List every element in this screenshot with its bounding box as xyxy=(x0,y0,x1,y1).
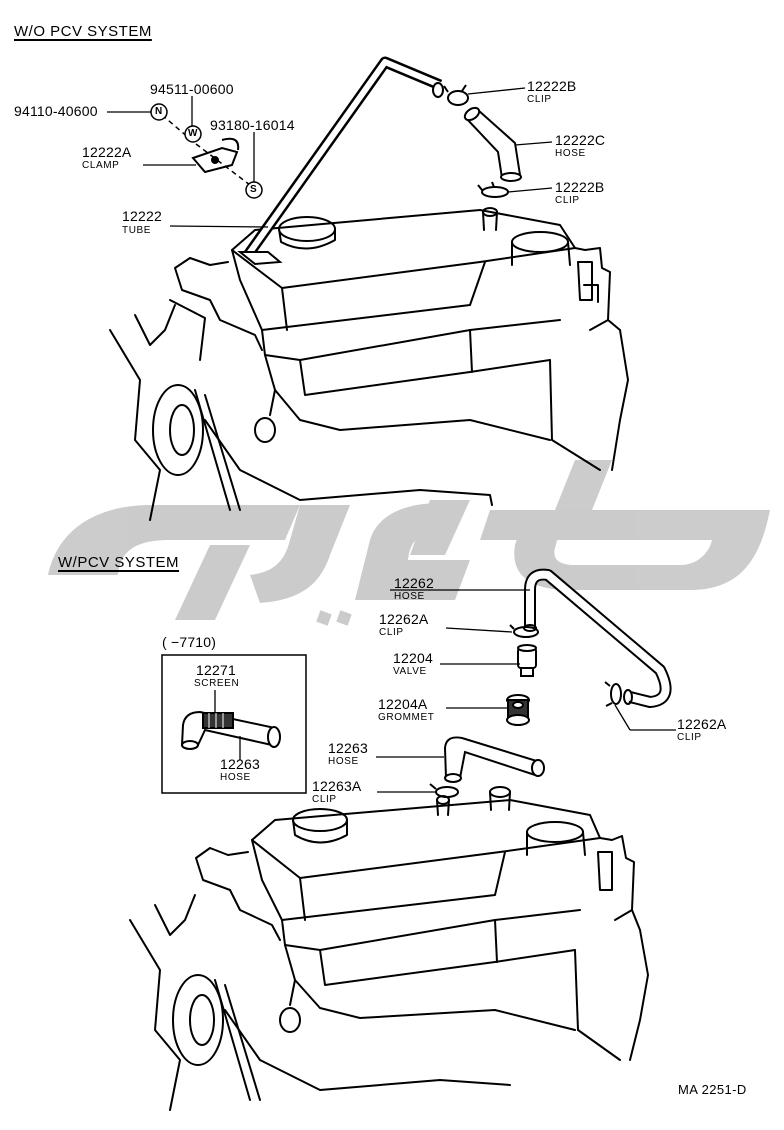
part-name-tube: TUBE xyxy=(122,225,152,236)
part-number-12204A: 12204A xyxy=(378,696,428,712)
part-number-12222B-top: 12222B xyxy=(527,78,577,94)
part-number-12262A-top: 12262A xyxy=(379,611,429,627)
grommet-12204A xyxy=(506,694,530,726)
part-name-hose-12263: HOSE xyxy=(328,756,359,767)
hose-12222C xyxy=(463,106,522,182)
part-name-grommet: GROMMET xyxy=(378,712,435,723)
clip-12262A-top xyxy=(509,624,539,638)
washer-symbol-letter: W xyxy=(188,128,198,139)
inset-hose-screen xyxy=(180,710,281,750)
inset-part-number-12263: 12263 xyxy=(220,756,260,772)
clamp-12222A xyxy=(161,114,251,186)
nut-symbol-letter: N xyxy=(155,106,163,117)
part-name-clip-12262A-right: CLIP xyxy=(677,732,702,743)
inset-part-name-hose: HOSE xyxy=(220,772,251,783)
inset-part-number-12271: 12271 xyxy=(196,662,236,678)
valve-12204 xyxy=(517,644,537,677)
part-name-clip-bottom: CLIP xyxy=(555,195,580,206)
part-number-93180-16014: 93180-16014 xyxy=(210,117,295,133)
inset-frame xyxy=(161,654,307,794)
clip-12222B-bottom xyxy=(477,181,509,198)
clip-12222B-top xyxy=(443,84,469,106)
inset-range: ( −7710) xyxy=(162,634,217,650)
part-number-12262: 12262 xyxy=(394,575,434,591)
watermark-logo xyxy=(48,460,770,626)
screw-symbol-letter: S xyxy=(250,184,257,195)
part-number-12222: 12222 xyxy=(122,208,162,224)
part-number-12263: 12263 xyxy=(328,740,368,756)
part-number-12222C: 12222C xyxy=(555,132,606,148)
section-title-wo-pcv: W/O PCV SYSTEM xyxy=(14,23,152,40)
part-number-12222A: 12222A xyxy=(82,144,132,160)
leader-lines xyxy=(107,87,676,793)
clip-12262A-right xyxy=(604,681,622,707)
part-name-clip-12263A: CLIP xyxy=(312,794,337,805)
part-name-clamp: CLAMP xyxy=(82,160,120,171)
part-name-valve: VALVE xyxy=(393,666,427,677)
part-number-12204: 12204 xyxy=(393,650,433,666)
upper-engine xyxy=(109,207,629,521)
hose-12262 xyxy=(523,568,672,708)
part-number-94110-40600: 94110-40600 xyxy=(14,103,98,119)
lower-engine xyxy=(129,786,649,1111)
tube-12222 xyxy=(237,56,444,266)
hose-12263 xyxy=(443,736,545,783)
part-name-hose-12222C: HOSE xyxy=(555,148,586,159)
part-number-12263A: 12263A xyxy=(312,778,362,794)
washer-symbol xyxy=(184,125,202,143)
figure-code: MA 2251-D xyxy=(678,1082,747,1097)
section-title-w-pcv: W/PCV SYSTEM xyxy=(58,554,180,571)
part-name-clip-top: CLIP xyxy=(527,94,552,105)
part-name-hose-12262: HOSE xyxy=(394,591,425,602)
part-number-12222B-bottom: 12222B xyxy=(555,179,605,195)
part-number-94511-00600: 94511-00600 xyxy=(150,81,234,97)
inset-part-name-screen: SCREEN xyxy=(194,678,240,689)
part-name-clip-12262A-top: CLIP xyxy=(379,627,404,638)
part-number-12262A-right: 12262A xyxy=(677,716,727,732)
